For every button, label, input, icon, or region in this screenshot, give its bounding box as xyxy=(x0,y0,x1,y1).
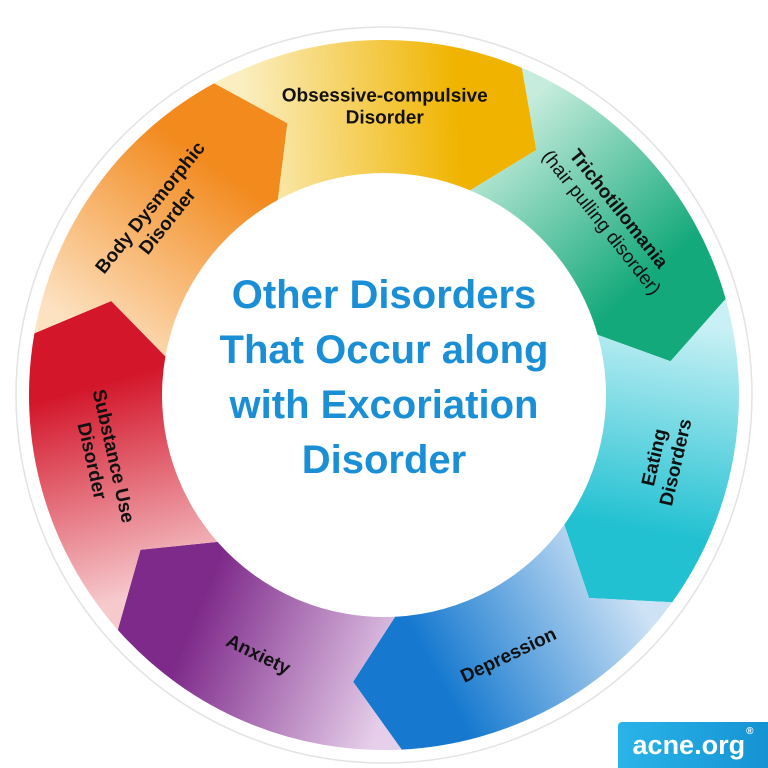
acne-org-logo[interactable]: acne.org® xyxy=(618,722,768,768)
center-title-line: with Excoriation xyxy=(229,383,539,427)
segment-arrow xyxy=(117,541,402,751)
registered-mark: ® xyxy=(746,726,754,737)
center-title: Other Disorders That Occur along with Ex… xyxy=(174,268,594,488)
segment-arrow xyxy=(29,301,218,630)
segment-arrow xyxy=(564,298,739,603)
segment-arrow xyxy=(34,83,288,357)
segment-label-line: Disorder xyxy=(346,107,425,128)
brand-text: acne.org xyxy=(632,730,746,760)
segments-layer xyxy=(29,39,739,751)
center-title-line: That Occur along xyxy=(219,328,549,372)
center-title-line: Disorder xyxy=(301,438,467,482)
segment-arrow xyxy=(353,524,673,750)
center-title-line: Other Disorders xyxy=(231,273,537,317)
segment-arrow xyxy=(470,67,726,362)
segment-arrow xyxy=(214,39,537,200)
segment-label-line: Obsessive-compulsive xyxy=(282,85,488,106)
